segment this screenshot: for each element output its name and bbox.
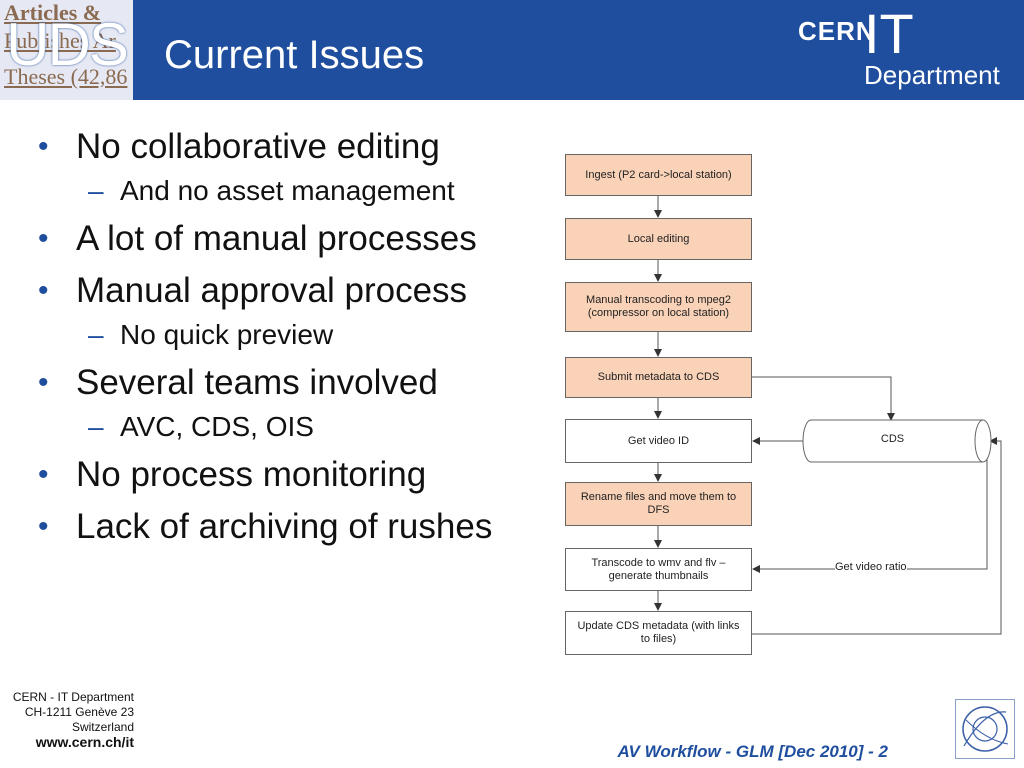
bullet-text: No collaborative editing: [76, 127, 440, 166]
logo-department-text: Department: [864, 60, 1000, 90]
workflow-node: Rename files and move them to DFS: [565, 482, 752, 526]
workflow-node: Update CDS metadata (with links to files…: [565, 611, 752, 655]
sub-bullet-item: –AVC, CDS, OIS: [32, 410, 562, 444]
bullet-icon: •: [38, 130, 49, 163]
bullet-text: Several teams involved: [76, 363, 438, 402]
slide-title: Current Issues: [164, 33, 425, 77]
bullet-item: • A lot of manual processes: [32, 218, 562, 260]
address-line: CERN - IT Department: [12, 690, 134, 704]
workflow-diagram: Ingest (P2 card->local station) Local ed…: [555, 145, 1015, 665]
workflow-connectors: [654, 196, 1002, 635]
workflow-node: Submit metadata to CDS: [565, 357, 752, 398]
website-link[interactable]: www.cern.ch/it: [35, 734, 134, 750]
logo-background-text: Articles &: [4, 0, 102, 25]
footer-address: CERN - IT Department CH-1211 Genève 23 S…: [6, 690, 134, 750]
header-bar: Articles & Publishes Ar Theses (42,86 UD…: [0, 0, 1024, 100]
logo-cern-text: CERN: [798, 16, 876, 46]
sub-bullet-item: –And no asset management: [32, 174, 562, 208]
dash-icon: –: [88, 319, 104, 350]
uds-logo-text: UDS: [6, 11, 129, 78]
bullet-icon: •: [38, 366, 49, 399]
cds-cylinder-end: [974, 419, 984, 463]
bullet-text: A lot of manual processes: [76, 219, 477, 258]
workflow-node: Manual transcoding to mpeg2 (compressor …: [565, 282, 752, 332]
sub-bullet-text: And no asset management: [120, 175, 455, 206]
uds-logo: Articles & Publishes Ar Theses (42,86 UD…: [0, 0, 133, 100]
bullet-item: • No collaborative editing: [32, 126, 562, 168]
bullet-text: No process monitoring: [76, 455, 427, 494]
bullet-item: • Lack of archiving of rushes: [32, 506, 562, 548]
workflow-node: Ingest (P2 card->local station): [565, 154, 752, 196]
bullet-icon: •: [38, 458, 49, 491]
logo-background-text: Publishes Ar: [4, 28, 116, 53]
logo-background-text: Theses (42,86: [4, 64, 128, 89]
arrow-connector: [752, 376, 895, 421]
slide-footer-info: AV Workflow - GLM [Dec 2010] - 2: [617, 742, 888, 761]
bullet-text: Manual approval process: [76, 271, 468, 310]
logo-it-text: IT: [864, 2, 914, 65]
edge-label: Get video ratio: [835, 561, 907, 573]
dash-icon: –: [88, 175, 104, 206]
sub-bullet-text: No quick preview: [120, 319, 334, 350]
dash-icon: –: [88, 411, 104, 442]
arrow-connector: [752, 445, 988, 573]
bullet-text: Lack of archiving of rushes: [76, 507, 493, 546]
workflow-node: Transcode to wmv and flv – generate thum…: [565, 548, 752, 591]
bullet-item: • Several teams involved: [32, 362, 562, 404]
address-line: Switzerland: [71, 720, 134, 734]
bullet-item: • No process monitoring: [32, 454, 562, 496]
cern-it-logo: CERN IT Department: [798, 4, 1016, 96]
sub-bullet-text: AVC, CDS, OIS: [120, 411, 314, 442]
cern-badge-logo: [955, 699, 1015, 759]
bullet-item: • Manual approval process: [32, 270, 562, 312]
workflow-node: Local editing: [565, 218, 752, 260]
address-line: CH-1211 Genève 23: [24, 705, 134, 719]
bullet-icon: •: [38, 274, 49, 307]
workflow-node: Get video ID: [565, 419, 752, 463]
bullet-icon: •: [38, 510, 49, 543]
sub-bullet-item: –No quick preview: [32, 318, 562, 352]
bullet-icon: •: [38, 222, 49, 255]
arrow-connector: [752, 437, 1002, 635]
cds-database-label: CDS: [880, 433, 905, 445]
bullet-list: •No collaborative editing –And no asset …: [32, 126, 562, 558]
cern-emblem-icon: [962, 706, 1009, 752]
